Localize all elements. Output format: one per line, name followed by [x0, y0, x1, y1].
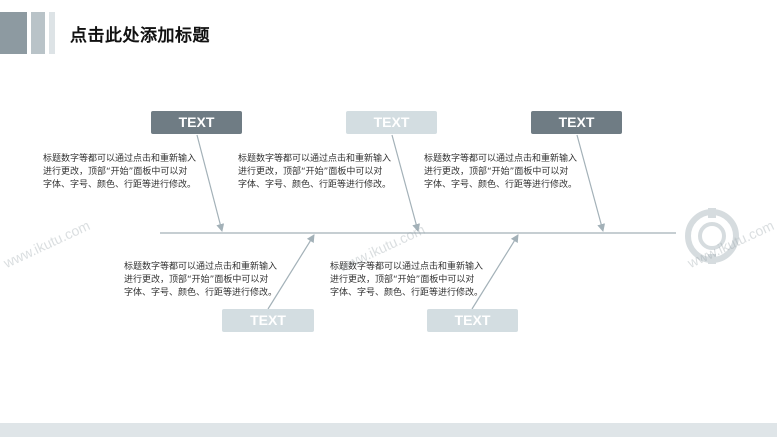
- description-line: 进行更改，顶部“开始”面板中可以对: [424, 167, 569, 177]
- description-line: 字体、字号、颜色、行距等进行修改。: [43, 180, 197, 190]
- header-accent-bar: [31, 12, 45, 54]
- watermark-logo-icon: [685, 208, 739, 264]
- text-tag[interactable]: TEXT: [151, 111, 242, 134]
- description-line: 标题数字等都可以通过点击和重新输入: [124, 262, 278, 272]
- description-line: 字体、字号、颜色、行距等进行修改。: [124, 288, 278, 298]
- description-line: 进行更改，顶部“开始”面板中可以对: [43, 167, 188, 177]
- description-line: 字体、字号、颜色、行距等进行修改。: [330, 288, 484, 298]
- footer-bar: [0, 423, 777, 437]
- description-line: 标题数字等都可以通过点击和重新输入: [43, 154, 197, 164]
- page-title[interactable]: 点击此处添加标题: [70, 26, 210, 46]
- description-line: 标题数字等都可以通过点击和重新输入: [330, 262, 484, 272]
- branch-arrow: [196, 134, 225, 232]
- description-line: 标题数字等都可以通过点击和重新输入: [424, 154, 578, 164]
- description-line: 进行更改，顶部“开始”面板中可以对: [330, 275, 475, 285]
- description-line: 进行更改，顶部“开始”面板中可以对: [124, 275, 269, 285]
- text-tag[interactable]: TEXT: [531, 111, 622, 134]
- branch-arrow: [267, 234, 315, 310]
- description-text[interactable]: 标题数字等都可以通过点击和重新输入 进行更改，顶部“开始”面板中可以对 字体、字…: [124, 261, 310, 300]
- description-text[interactable]: 标题数字等都可以通过点击和重新输入 进行更改，顶部“开始”面板中可以对 字体、字…: [43, 153, 229, 192]
- description-text[interactable]: 标题数字等都可以通过点击和重新输入 进行更改，顶部“开始”面板中可以对 字体、字…: [238, 153, 424, 192]
- description-text[interactable]: 标题数字等都可以通过点击和重新输入 进行更改，顶部“开始”面板中可以对 字体、字…: [424, 153, 610, 192]
- description-line: 进行更改，顶部“开始”面板中可以对: [238, 167, 383, 177]
- header-accent-bar: [0, 12, 27, 54]
- text-tag[interactable]: TEXT: [222, 309, 314, 332]
- header-accent-bar: [49, 12, 55, 54]
- branch-arrow: [391, 134, 421, 232]
- description-line: 标题数字等都可以通过点击和重新输入: [238, 154, 392, 164]
- description-line: 字体、字号、颜色、行距等进行修改。: [238, 180, 392, 190]
- text-tag[interactable]: TEXT: [427, 309, 518, 332]
- text-tag[interactable]: TEXT: [346, 111, 437, 134]
- description-line: 字体、字号、颜色、行距等进行修改。: [424, 180, 578, 190]
- branch-arrow: [471, 234, 519, 310]
- branch-arrow: [576, 134, 606, 232]
- description-text[interactable]: 标题数字等都可以通过点击和重新输入 进行更改，顶部“开始”面板中可以对 字体、字…: [330, 261, 516, 300]
